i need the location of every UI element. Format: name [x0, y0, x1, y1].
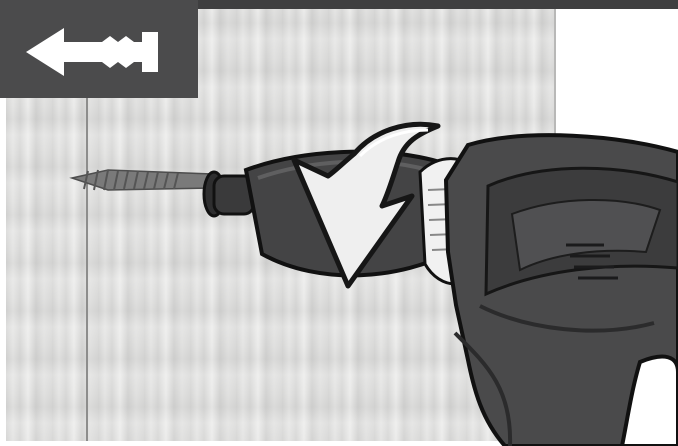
screw-body — [72, 170, 212, 190]
drill-body — [446, 135, 678, 446]
instruction-badge — [0, 0, 198, 98]
screw — [72, 170, 212, 190]
screw-insert-direction-icon — [8, 12, 190, 90]
